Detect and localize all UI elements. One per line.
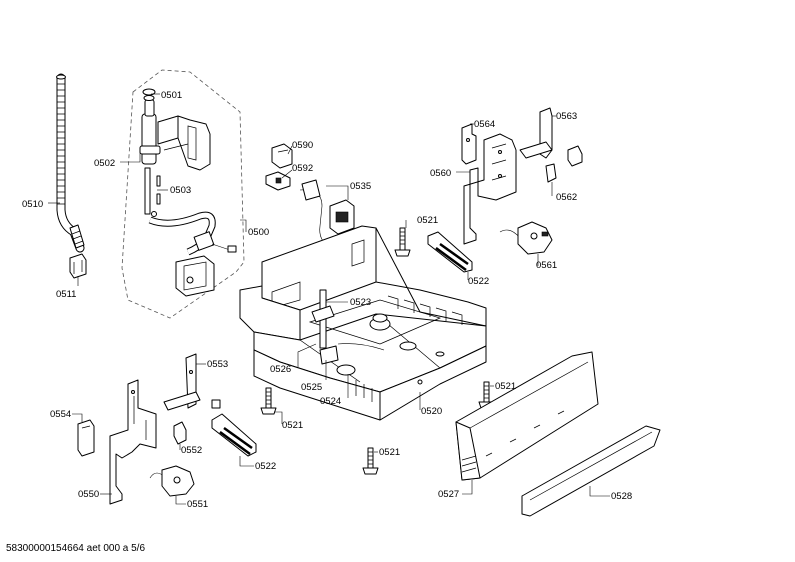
corrugated-hose-0510	[56, 73, 85, 253]
label-0521-d: 0521	[379, 447, 400, 458]
label-0502: 0502	[94, 158, 115, 169]
label-0522-b: 0522	[255, 461, 276, 472]
label-0561: 0561	[536, 260, 557, 271]
label-0501: 0501	[161, 90, 182, 101]
kick-plate-0528	[521, 425, 661, 517]
document-id: 58300000154664 aet 000 a 5/6	[6, 543, 145, 554]
label-0510: 0510	[22, 199, 43, 210]
base-tub-0520	[239, 225, 487, 421]
bracket-0563	[519, 107, 583, 167]
sensor-0561	[499, 221, 553, 255]
label-0524: 0524	[320, 396, 341, 407]
label-0554: 0554	[50, 409, 71, 420]
label-0521-c: 0521	[495, 381, 516, 392]
label-0503: 0503	[170, 185, 191, 196]
label-0563: 0563	[556, 111, 577, 122]
label-0562: 0562	[556, 192, 577, 203]
label-0592: 0592	[292, 163, 313, 174]
valve-assembly-0502	[139, 88, 211, 215]
sensor-0551	[149, 465, 195, 497]
label-0525: 0525	[301, 382, 322, 393]
part-labels: 0501 0502 0503 0500 0510 0511 0590 0592 …	[22, 90, 632, 510]
label-0553: 0553	[207, 359, 228, 370]
leader-lines	[48, 93, 610, 505]
label-0522-a: 0522	[468, 276, 489, 287]
cable-0535	[299, 179, 355, 253]
label-0564: 0564	[474, 119, 495, 130]
label-0528: 0528	[611, 491, 632, 502]
group-0500-outline	[121, 69, 245, 319]
screw-0521b	[260, 387, 277, 415]
label-0523: 0523	[350, 297, 371, 308]
clip-0562	[545, 163, 557, 183]
label-0520: 0520	[421, 406, 442, 417]
hose-clip-0511	[69, 253, 87, 279]
screw-0521a	[394, 227, 411, 257]
label-0590: 0590	[292, 140, 313, 151]
label-0550: 0550	[78, 489, 99, 500]
drain-hose-assembly	[148, 211, 237, 297]
label-0560: 0560	[430, 168, 451, 179]
bracket-0553	[163, 353, 201, 411]
label-0511: 0511	[56, 289, 76, 300]
screw-0521d	[362, 447, 379, 475]
cable-comb-0522b	[211, 399, 257, 457]
label-0551: 0551	[187, 499, 208, 510]
bracket-0560	[463, 133, 517, 245]
label-0535: 0535	[350, 181, 371, 192]
front-panel-0527	[455, 351, 599, 481]
label-0526: 0526	[270, 364, 291, 375]
label-0521-b: 0521	[282, 420, 303, 431]
clip-0552	[173, 421, 187, 445]
label-0552: 0552	[181, 445, 202, 456]
bracket-0550	[109, 379, 157, 505]
label-0527: 0527	[438, 489, 459, 500]
cable-comb-0522a	[427, 231, 473, 273]
clip-0554	[77, 419, 95, 457]
bracket-0564	[461, 123, 477, 165]
small-screws-0503	[151, 175, 161, 217]
label-0521-a: 0521	[417, 215, 438, 226]
sensor-0590	[271, 143, 293, 169]
label-0500: 0500	[248, 227, 269, 238]
